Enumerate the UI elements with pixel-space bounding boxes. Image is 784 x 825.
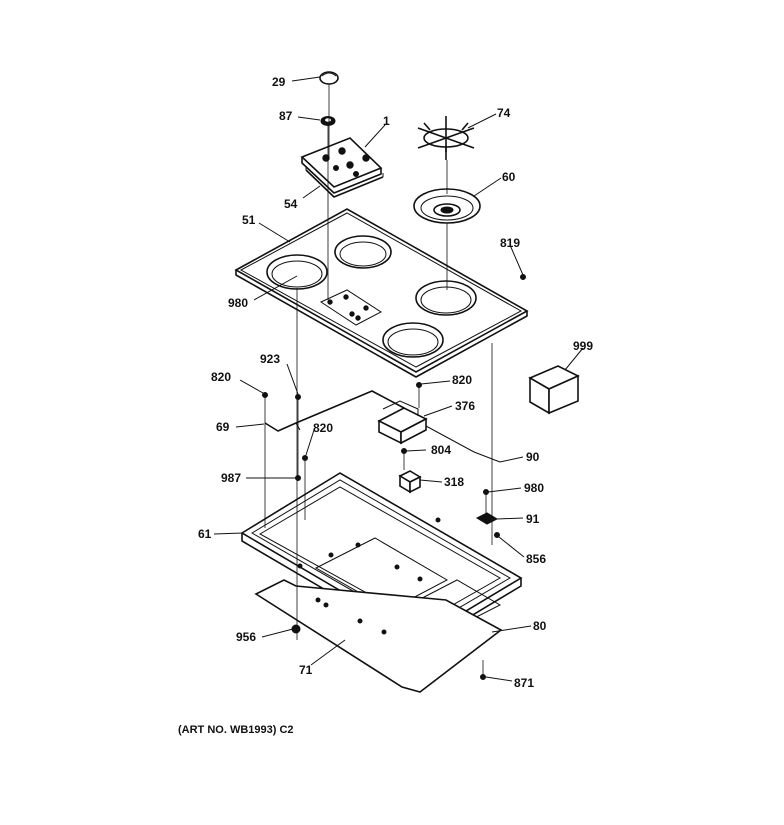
leader-lines (213, 76, 584, 682)
label-980-lower: 980 (524, 481, 544, 495)
label-871: 871 (514, 676, 534, 690)
label-856: 856 (526, 552, 546, 566)
label-69: 69 (216, 420, 230, 434)
label-29: 29 (272, 75, 286, 89)
part-60-burner-pan (413, 188, 481, 224)
label-820-left: 820 (211, 370, 231, 384)
label-956: 956 (236, 630, 256, 644)
label-74: 74 (497, 106, 511, 120)
label-980-top: 980 (228, 296, 248, 310)
assembly-lines (264, 84, 493, 675)
label-51: 51 (242, 213, 256, 227)
part-1-control-panel (300, 137, 383, 194)
label-90: 90 (526, 450, 540, 464)
label-91: 91 (526, 512, 540, 526)
part-87-ring (320, 116, 336, 126)
part-74-grate (417, 116, 475, 160)
part-999-box (528, 365, 580, 415)
label-987: 987 (221, 471, 241, 485)
part-376-module (377, 400, 428, 445)
part-318-switch (398, 470, 422, 494)
label-376: 376 (455, 399, 475, 413)
label-54: 54 (284, 197, 298, 211)
label-87: 87 (279, 109, 293, 123)
label-80: 80 (533, 619, 547, 633)
part-29-knob (319, 71, 339, 85)
label-820-mid: 820 (452, 373, 472, 387)
label-1: 1 (383, 114, 390, 128)
part-51-cooktop (234, 208, 529, 378)
label-318: 318 (444, 475, 464, 489)
label-61: 61 (198, 527, 212, 541)
part-54-bracket (305, 166, 384, 198)
art-number-caption: (ART NO. WB1993) C2 (178, 724, 294, 736)
label-923: 923 (260, 352, 280, 366)
label-60: 60 (502, 170, 516, 184)
label-71: 71 (299, 663, 313, 677)
callout-labels: 29 87 1 74 54 60 51 819 980 999 820 923 … (198, 75, 593, 690)
label-819: 819 (500, 236, 520, 250)
part-91-bracket (475, 512, 499, 525)
part-80-insulation (254, 579, 503, 693)
label-820-lower: 820 (313, 421, 333, 435)
label-804: 804 (431, 443, 451, 457)
label-999: 999 (573, 339, 593, 353)
